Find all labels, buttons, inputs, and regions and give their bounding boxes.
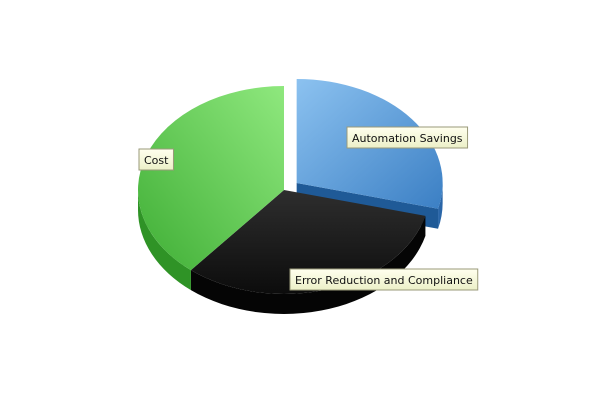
pie-slice-error-reduction-and-compliance[interactable] bbox=[190, 190, 426, 295]
pie-slice-cost[interactable] bbox=[137, 86, 284, 271]
slice-label-box bbox=[289, 268, 479, 291]
slice-label-box bbox=[138, 148, 174, 171]
slice-label-cost: Cost bbox=[138, 148, 174, 171]
slice-label-box bbox=[346, 126, 469, 149]
slice-label-text: Error Reduction and Compliance bbox=[295, 274, 473, 287]
slice-label-text: Automation Savings bbox=[352, 132, 463, 145]
slice-label-automation-savings: Automation Savings bbox=[346, 126, 469, 149]
slice-label-text: Cost bbox=[144, 154, 169, 167]
pie-slice-side-cost bbox=[138, 190, 191, 291]
pie-slice-side-automation-savings bbox=[438, 182, 443, 229]
slice-label-error-reduction-and-compliance: Error Reduction and Compliance bbox=[289, 268, 479, 291]
